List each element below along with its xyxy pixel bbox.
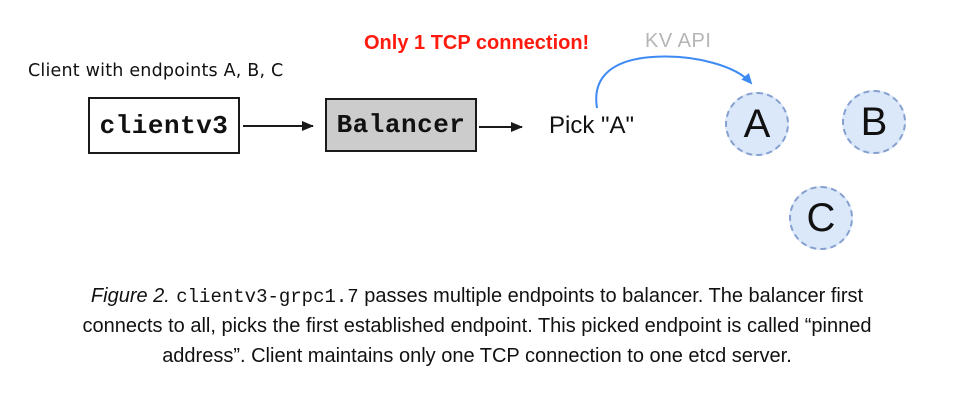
endpoint-circle-c: C — [789, 186, 853, 250]
caption-line-3: address”. Client maintains only one TCP … — [162, 345, 792, 367]
caption-code: clientv3-grpc1.7 — [176, 286, 359, 308]
balancer-box: Balancer — [325, 98, 477, 152]
pick-a-label: Pick "A" — [549, 112, 635, 139]
endpoint-circle-a: A — [725, 92, 789, 156]
caption-line-2: connects to all, picks the first establi… — [82, 315, 872, 337]
kv-api-label: KV API — [645, 30, 712, 52]
client-endpoints-label: Client with endpoints A, B, C — [28, 61, 284, 81]
tcp-connection-note: Only 1 TCP connection! — [364, 32, 590, 54]
endpoint-b-label: B — [860, 99, 888, 144]
figure-caption: Figure 2. clientv3-grpc1.7 passes multipl… — [0, 281, 954, 371]
caption-line-1: Figure 2. clientv3-grpc1.7 passes multipl… — [0, 281, 954, 311]
endpoint-a-label: A — [743, 101, 771, 146]
endpoint-circle-b: B — [842, 90, 906, 154]
clientv3-box-label: clientv3 — [99, 110, 229, 141]
clientv3-box: clientv3 — [88, 97, 240, 154]
endpoint-c-label: C — [806, 195, 836, 240]
caption-line-1-text: passes multiple endpoints to balancer. T… — [358, 285, 864, 307]
caption-figure-label: Figure 2. — [90, 285, 170, 307]
kv-api-curved-arrow — [595, 55, 753, 109]
balancer-box-label: Balancer — [336, 110, 466, 140]
